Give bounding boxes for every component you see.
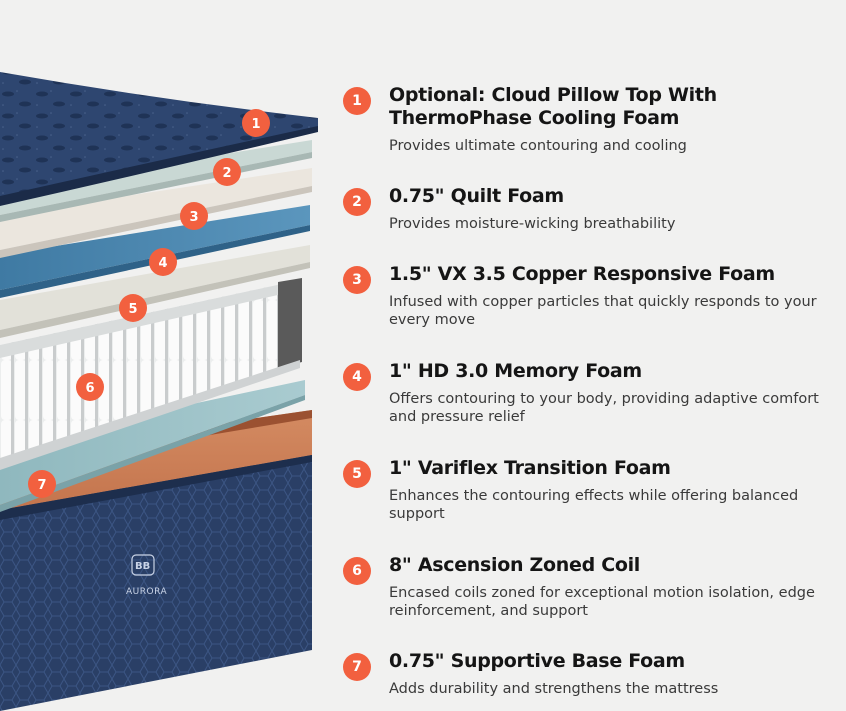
brand-logo: BB AURORA	[126, 554, 167, 597]
feature-title: 1" Variflex Transition Foam	[389, 457, 671, 479]
layer-3-copper-foam	[0, 168, 312, 258]
svg-text:3: 3	[189, 210, 198, 225]
layer-marker-7: 7	[28, 470, 56, 498]
layer-6-coils	[0, 278, 302, 470]
feature-title: 8" Ascension Zoned Coil	[389, 554, 641, 576]
feature-description: Encased coils zoned for exceptional moti…	[389, 585, 815, 619]
feature-description: Adds durability and strengthens the matt…	[389, 681, 719, 697]
svg-text:5: 5	[128, 302, 137, 317]
number-badge: 4	[343, 363, 371, 391]
svg-text:AURORA: AURORA	[126, 587, 167, 597]
feature-description: Enhances the contouring effects while of…	[389, 488, 799, 522]
feature-title: Optional: Cloud Pillow Top With ThermoPh…	[389, 84, 717, 129]
number-badge: 7	[343, 653, 371, 681]
svg-text:BB: BB	[135, 561, 150, 572]
layer-marker-3: 3	[180, 202, 208, 230]
layer-marker-4: 4	[149, 248, 177, 276]
feature-description: Provides ultimate contouring and cooling	[389, 138, 687, 154]
svg-text:6: 6	[85, 381, 94, 396]
number-badge: 2	[343, 188, 371, 216]
layer-marker-5: 5	[119, 294, 147, 322]
layer-marker-1: 1	[242, 109, 270, 137]
layer-marker-6: 6	[76, 373, 104, 401]
layer-7-base-foam	[0, 380, 305, 512]
feature-description: Offers contouring to your body, providin…	[389, 391, 819, 425]
feature-title: 1" HD 3.0 Memory Foam	[389, 360, 642, 382]
svg-text:4: 4	[158, 256, 167, 271]
feature-title: 0.75" Supportive Base Foam	[389, 650, 685, 672]
feature-description: Infused with copper particles that quick…	[389, 294, 817, 328]
number-badge: 5	[343, 460, 371, 488]
feature-title: 1.5" VX 3.5 Copper Responsive Foam	[389, 263, 775, 285]
layer-1-pillow-top	[0, 72, 318, 206]
svg-text:2: 2	[222, 166, 231, 181]
feature-title: 0.75" Quilt Foam	[389, 185, 564, 207]
feature-description: Provides moisture-wicking breathability	[389, 216, 676, 232]
number-badge: 1	[343, 87, 371, 115]
layer-5-transition-foam	[0, 245, 310, 338]
layer-marker-2: 2	[213, 158, 241, 186]
svg-text:7: 7	[37, 478, 46, 493]
number-badge: 3	[343, 266, 371, 294]
number-badge: 6	[343, 557, 371, 585]
svg-text:1: 1	[251, 117, 260, 132]
